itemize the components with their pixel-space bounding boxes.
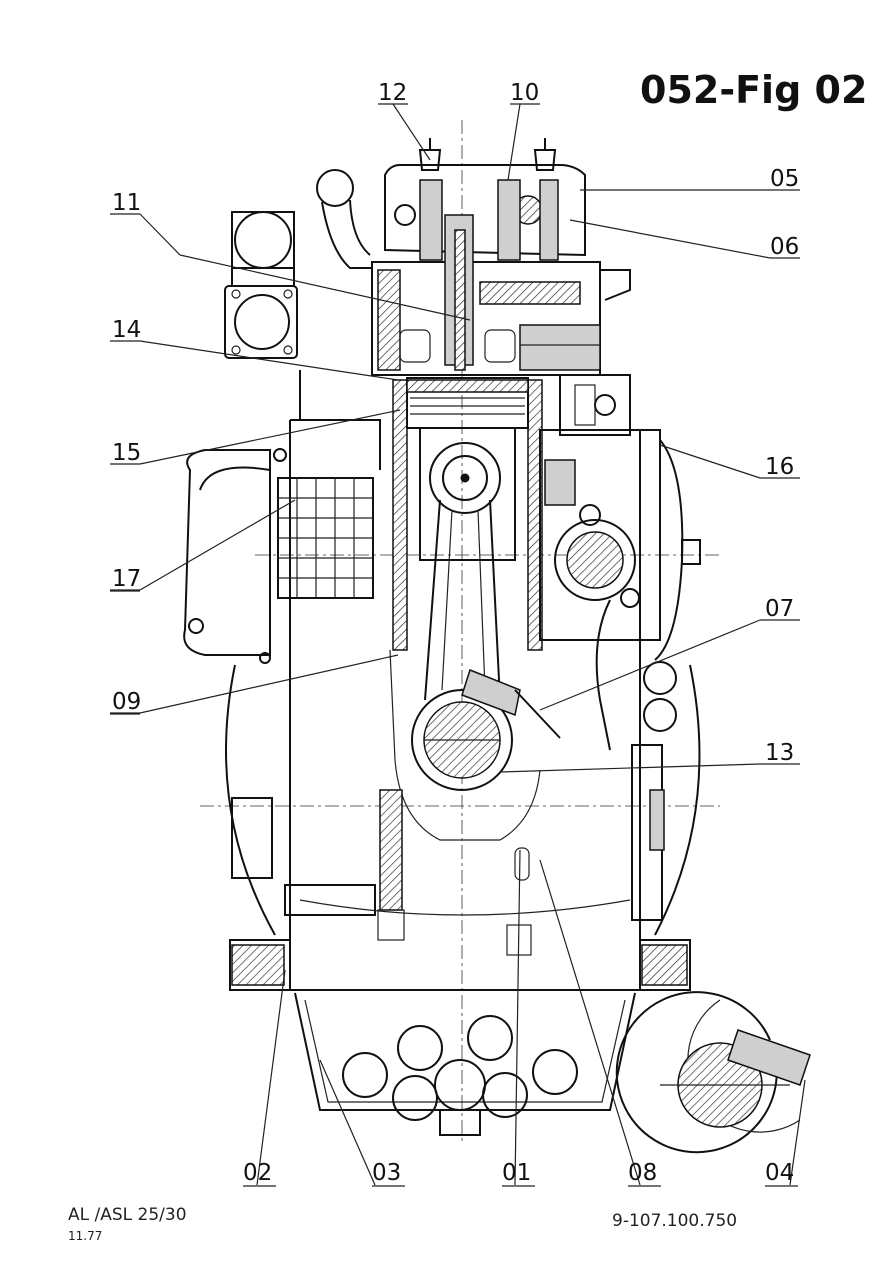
connecting-rod bbox=[424, 499, 501, 701]
detail-view-04 bbox=[615, 991, 811, 1154]
callout-16: 16 bbox=[765, 454, 794, 480]
callout-labels: 12 10 05 06 11 14 15 16 17 07 09 13 02 0… bbox=[112, 80, 799, 1186]
lower-right-cover bbox=[595, 599, 665, 921]
callout-06: 06 bbox=[770, 234, 799, 260]
oil-sump bbox=[294, 992, 636, 1136]
callout-10: 10 bbox=[510, 80, 539, 106]
callout-12: 12 bbox=[378, 80, 407, 106]
callout-14: 14 bbox=[112, 317, 141, 343]
lower-left-cover bbox=[231, 789, 532, 956]
callout-17: 17 bbox=[112, 566, 141, 592]
callout-11: 11 bbox=[112, 190, 141, 216]
model-designation: AL /ASL 25/30 bbox=[68, 1205, 187, 1225]
callout-15: 15 bbox=[112, 440, 141, 466]
drawing-number: 9-107.100.750 bbox=[612, 1211, 737, 1231]
callout-03: 03 bbox=[372, 1160, 401, 1186]
camshaft-drive bbox=[539, 429, 701, 732]
crankcase bbox=[229, 370, 691, 991]
callout-02: 02 bbox=[243, 1160, 272, 1186]
figure-title: 052-Fig 02 bbox=[640, 68, 867, 112]
crankshaft-journal bbox=[411, 669, 561, 791]
callout-05: 05 bbox=[770, 166, 799, 192]
air-filter bbox=[183, 448, 374, 664]
exhaust-manifold bbox=[224, 169, 372, 359]
cylinder-head bbox=[371, 138, 631, 376]
piston bbox=[419, 427, 516, 561]
leader-lines bbox=[110, 103, 806, 1186]
callout-01: 01 bbox=[502, 1160, 531, 1186]
fuel-injection-pump bbox=[559, 374, 631, 436]
flywheel-outline bbox=[225, 664, 701, 936]
callout-07: 07 bbox=[765, 596, 794, 622]
callout-08: 08 bbox=[628, 1160, 657, 1186]
callout-09: 09 bbox=[112, 689, 141, 715]
callout-04: 04 bbox=[765, 1160, 794, 1186]
revision-date: 11.77 bbox=[68, 1229, 102, 1243]
cylinder-liner bbox=[392, 377, 543, 651]
callout-underlines bbox=[110, 590, 798, 1187]
callout-13: 13 bbox=[765, 740, 794, 766]
